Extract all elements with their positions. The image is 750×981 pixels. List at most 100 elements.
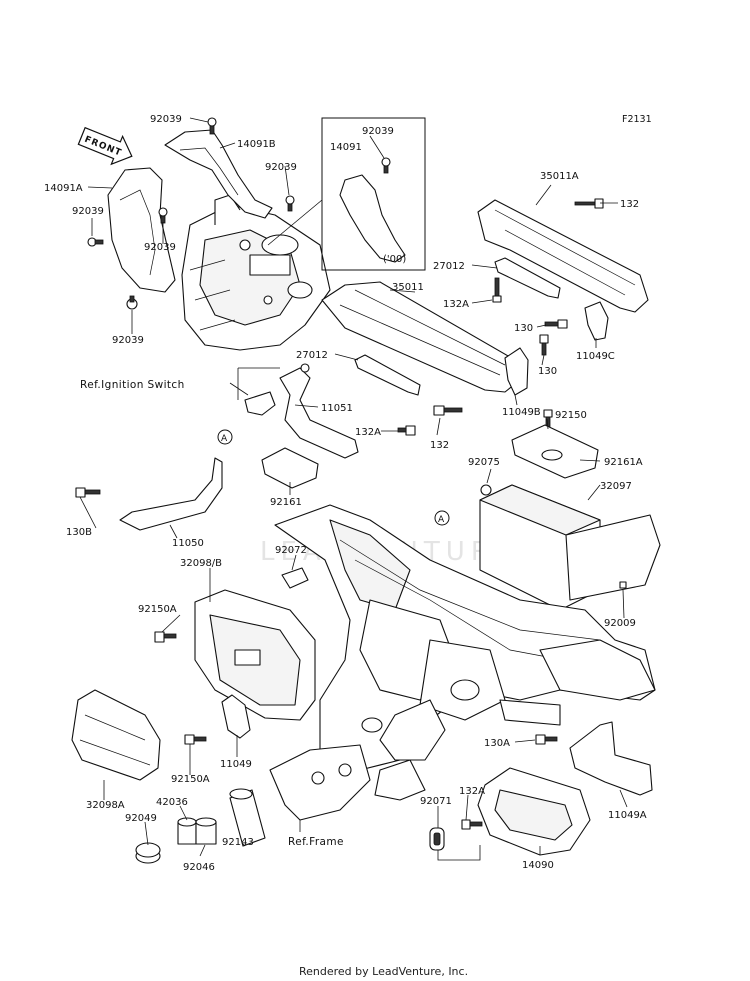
label-92039-inset: 92039	[362, 126, 394, 137]
main-frame	[274, 504, 656, 801]
bolt-132-top	[574, 198, 604, 209]
label-11049b: 11049B	[502, 407, 541, 418]
front-arrow-icon: FRONT	[77, 126, 133, 166]
label-132a-mid: 132A	[355, 427, 381, 438]
bracket-11051	[279, 367, 359, 459]
cover-35011	[321, 281, 521, 393]
collar-92049	[135, 842, 161, 864]
footer-credit: Rendered by LeadVenture, Inc.	[299, 965, 468, 978]
diagram-code: F2131	[622, 114, 652, 125]
pipe-92143	[229, 788, 266, 847]
label-130b: 130B	[66, 527, 92, 538]
label-132-top: 132	[620, 199, 639, 210]
label-ref-frame: Ref.Frame	[288, 836, 344, 848]
leader-lines	[79, 117, 628, 861]
label-132a-bot: 132A	[459, 786, 485, 797]
label-92039-bottom: 92039	[112, 335, 144, 346]
inset-box	[321, 117, 426, 271]
part-92072	[281, 567, 309, 589]
label-27012-mid: 27012	[296, 350, 328, 361]
label-92150: 92150	[555, 410, 587, 421]
label-14091a: 14091A	[44, 183, 83, 194]
bolt-132a-bot	[461, 819, 483, 830]
label-32098b: 32098/B	[180, 558, 222, 569]
label-130-b: 130	[538, 366, 557, 377]
label-132-mid: 132	[430, 440, 449, 451]
label-ref-ignition-switch: Ref.Ignition Switch	[80, 379, 185, 391]
label-32098a: 32098A	[86, 800, 125, 811]
grommet-92071	[429, 827, 445, 851]
bolt-92039-top	[207, 117, 217, 135]
label-35011: 35011	[392, 282, 424, 293]
inset-note: ('00)	[383, 254, 406, 265]
cover-32098a	[71, 689, 161, 781]
label-92071: 92071	[420, 796, 452, 807]
bolt-92150a-bot	[184, 734, 207, 745]
label-92046: 92046	[183, 862, 215, 873]
label-32097: 32097	[600, 481, 632, 492]
label-92039-mid: 92039	[265, 162, 297, 173]
label-92039-center: 92039	[144, 242, 176, 253]
label-11049c: 11049C	[576, 351, 615, 362]
label-132a-top: 132A	[443, 299, 469, 310]
bolt-132a-mid	[397, 425, 416, 436]
sleeve-92046	[195, 817, 217, 845]
label-42036: 42036	[156, 797, 188, 808]
label-11050: 11050	[172, 538, 204, 549]
label-130a: 130A	[484, 738, 510, 749]
bracket-11049a	[569, 721, 653, 796]
label-11049: 11049	[220, 759, 252, 770]
upper-frame-assembly	[181, 194, 331, 351]
label-92075: 92075	[468, 457, 500, 468]
label-14091b: 14091B	[237, 139, 276, 150]
bolt-92039-bottom	[126, 295, 138, 310]
bolt-92039-mid	[285, 195, 295, 212]
bolt-92039-left	[87, 237, 104, 247]
bracket-27012-top	[494, 257, 561, 299]
label-92150a-bot: 92150A	[171, 774, 210, 785]
label-92143: 92143	[222, 837, 254, 848]
bolt-130a	[535, 734, 558, 745]
bolt-92039-inset	[381, 157, 391, 174]
bracket-11050	[119, 457, 223, 531]
bolt-130-b	[539, 334, 549, 356]
plate-92161	[261, 447, 319, 489]
label-11051: 11051	[321, 403, 353, 414]
label-92150a-top: 92150A	[138, 604, 177, 615]
screw-92009	[619, 581, 627, 589]
label-27012-top: 27012	[433, 261, 465, 272]
label-92049: 92049	[125, 813, 157, 824]
bracket-11049c	[584, 301, 609, 341]
bracket-11049	[221, 694, 251, 739]
label-11049a: 11049A	[608, 810, 647, 821]
label-92039-top: 92039	[150, 114, 182, 125]
bolt-92150a-top	[154, 631, 177, 643]
label-130-a: 130	[514, 323, 533, 334]
label-92039-left: 92039	[72, 206, 104, 217]
bracket-11049b	[504, 347, 529, 396]
bolt-130b	[75, 487, 101, 498]
callout-marker-a-left: A	[217, 429, 233, 445]
label-92161a: 92161A	[604, 457, 643, 468]
cover-14091a	[107, 167, 176, 293]
label-14090: 14090	[522, 860, 554, 871]
svg-text:A: A	[438, 515, 445, 525]
label-14091: 14091	[330, 142, 362, 153]
label-92072: 92072	[275, 545, 307, 556]
bolt-132-mid	[433, 405, 463, 416]
label-92009: 92009	[604, 618, 636, 629]
bolt-92039-center	[158, 207, 168, 224]
cover-14091-inset	[339, 174, 406, 263]
label-35011a: 35011A	[540, 171, 579, 182]
part-labels: 92039 14091B 92039 14091 92039 14091A 92…	[44, 114, 647, 873]
bolt-130-a	[544, 319, 568, 329]
bolt-132a-top	[492, 277, 502, 303]
cap-92075	[480, 484, 492, 496]
cover-35011a	[477, 199, 649, 313]
label-92161: 92161	[270, 497, 302, 508]
bracket-27012-mid	[354, 354, 421, 396]
svg-text:A: A	[221, 434, 228, 444]
sleeve-42036	[177, 817, 197, 845]
callout-marker-a-right: A	[434, 510, 450, 526]
